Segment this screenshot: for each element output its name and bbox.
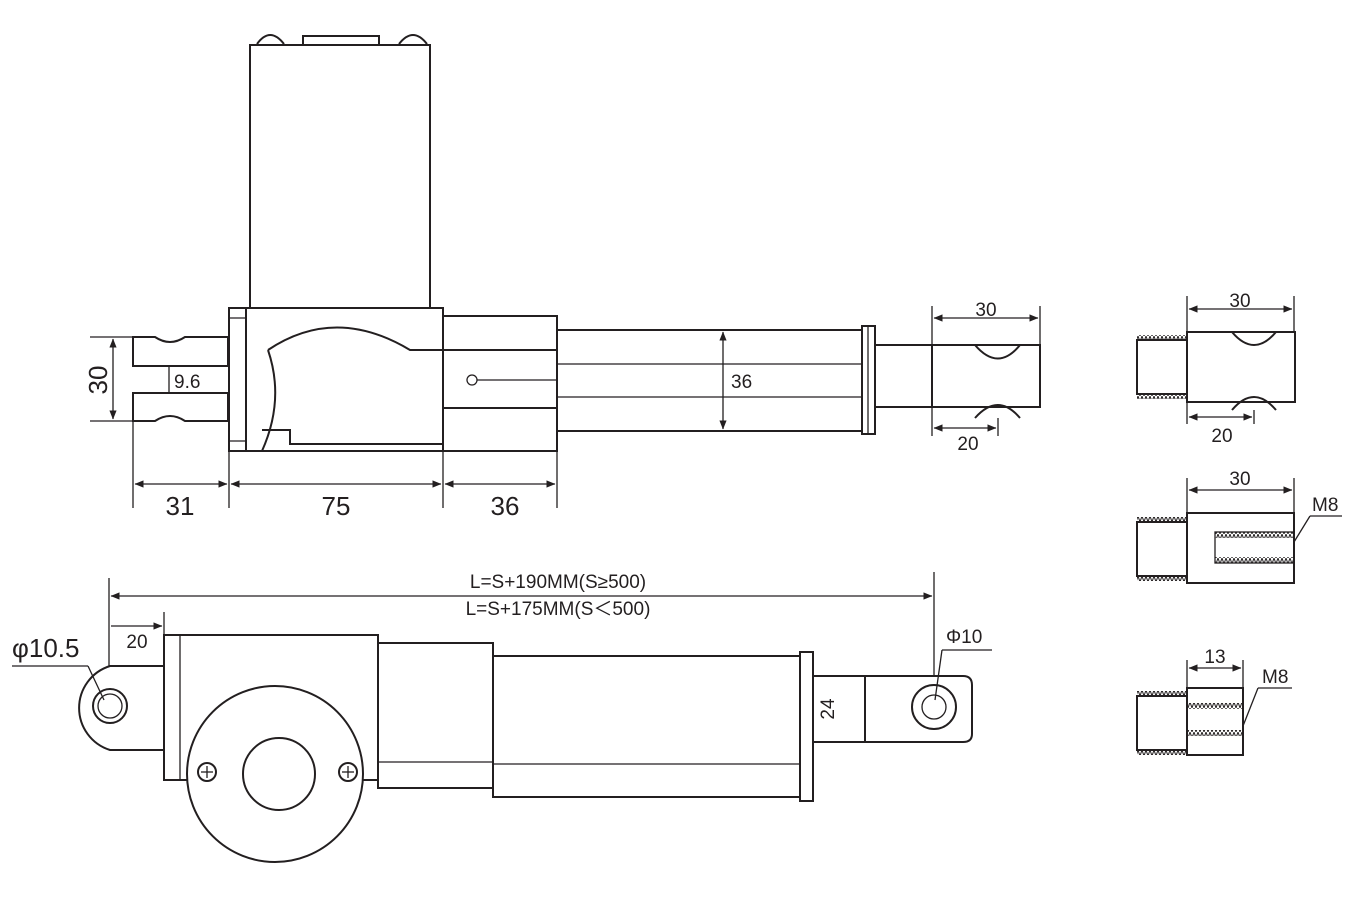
opt3-thread-label: M8 [1262,667,1288,688]
opt3-dim-top-label: 13 [1204,647,1225,668]
dim-rod-end-hole-label: 20 [957,434,978,455]
dim-body-len-label: 75 [322,491,351,521]
dim-slot-label: 9.6 [174,372,200,393]
opt1-dim-bottom-label: 20 [1211,426,1232,447]
motor-housing [249,34,431,311]
dim-total-length: L=S+190MM(S≥500) L=S+175MM(S＜500) [108,572,935,700]
side-view: 30 9.6 36 31 75 36 30 20 [83,34,1041,521]
end-option-threaded-stud: 13 M8 [1136,647,1292,756]
bottom-rod: 24 [812,675,866,743]
screw-icon [338,762,358,782]
rod-end [931,344,1041,419]
dim-rod-label: 36 [731,372,752,393]
dim-rod-end: 30 20 [931,300,1041,455]
dim-rod-dia-label: 24 [818,698,839,720]
dim-height: 30 [83,336,133,422]
dim-rear-hole-label: φ10.5 [12,633,79,663]
screw-icon [197,762,217,782]
dim-height-label: 30 [83,366,113,395]
rear-eye: φ10.5 20 [12,612,165,751]
bottom-gearbox [163,634,494,863]
end-option-threaded-bore: 30 M8 [1136,469,1342,584]
formula-line-1: L=S+190MM(S≥500) [470,572,646,593]
dim-tube-len-label: 36 [491,491,520,521]
dim-rod-end-width-label: 30 [975,300,996,321]
opt1-dim-top-label: 30 [1229,291,1250,312]
end-option-clevis: 30 20 [1136,291,1296,447]
formula-line-2: L=S+175MM(S＜500) [466,599,651,620]
gearbox-body [228,307,444,452]
bottom-view: L=S+190MM(S≥500) L=S+175MM(S＜500) φ10.5 … [12,572,992,863]
opt2-dim-top-label: 30 [1229,469,1250,490]
opt2-thread-label: M8 [1312,495,1338,516]
dim-rear-offset-label: 20 [126,632,147,653]
dim-rod: 36 [719,331,752,430]
front-eye: Φ10 [864,627,992,743]
dim-clevis-len-label: 31 [166,491,195,521]
dim-front-hole-label: Φ10 [946,627,982,648]
inner-tube [556,325,933,435]
outer-tube [442,315,558,452]
bottom-outer-tube [492,651,814,802]
dim-lengths: 31 75 36 [132,421,558,521]
